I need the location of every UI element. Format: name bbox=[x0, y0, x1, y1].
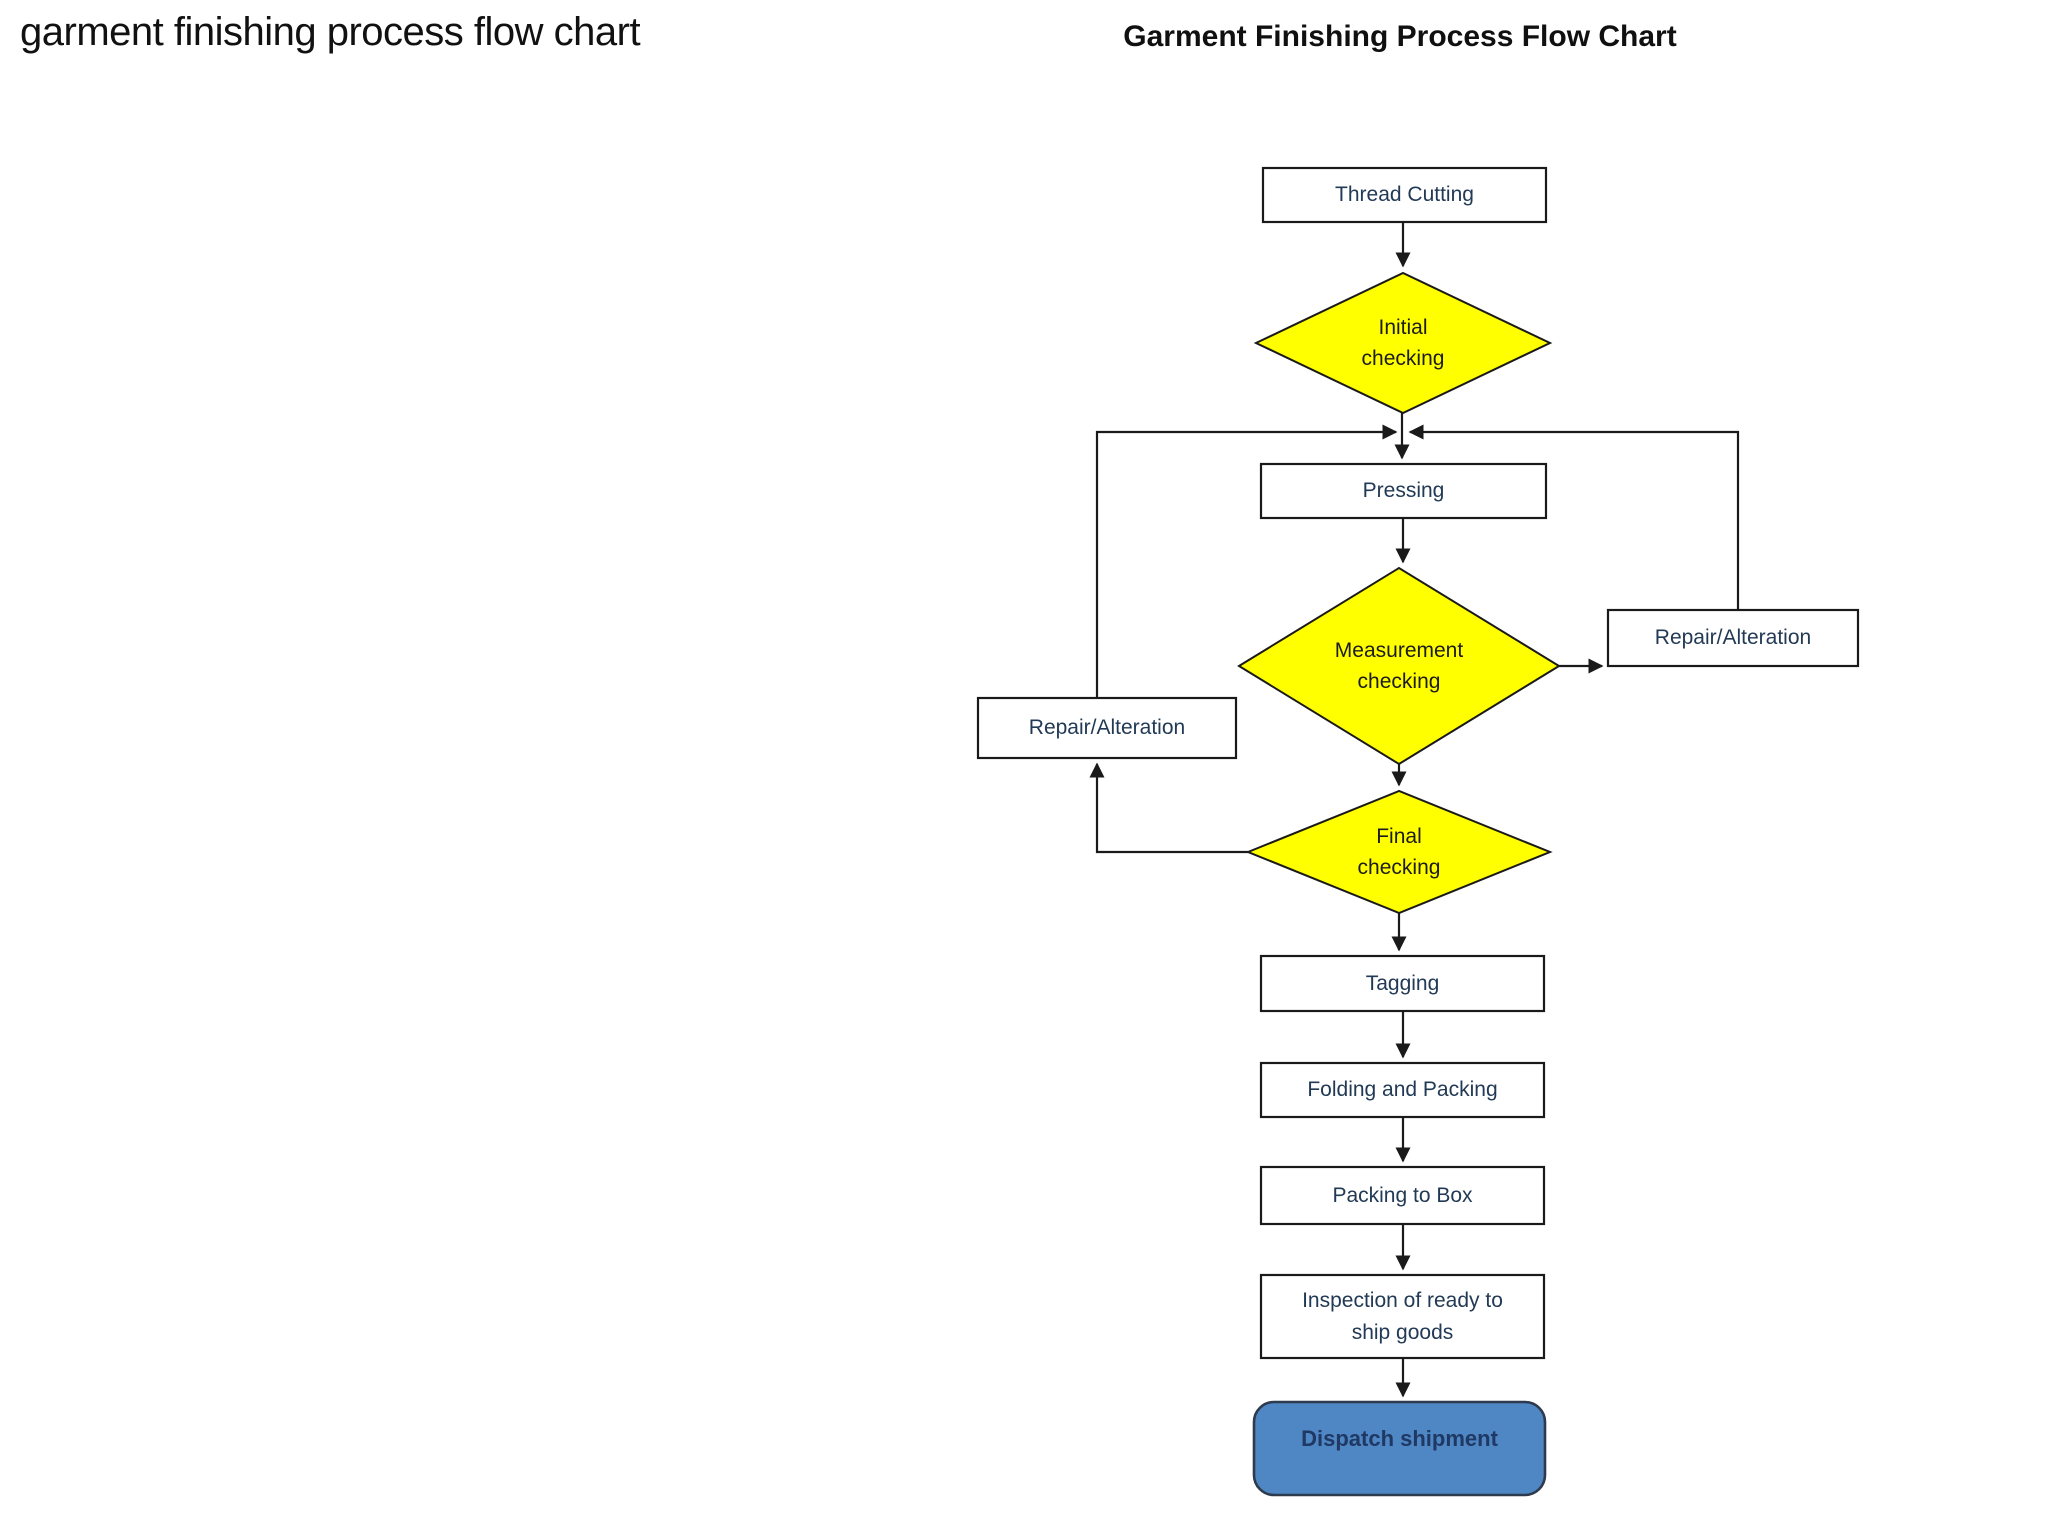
node-packing-to-box-shape bbox=[1259, 1165, 1546, 1226]
node-repair-alteration-right-shape bbox=[1606, 608, 1860, 668]
node-initial-checking-label: Initial checking bbox=[1361, 315, 1445, 371]
node-measurement-checking-label: Measurement checking bbox=[1334, 638, 1464, 694]
edge-repair-alteration-left-return-to-pressing bbox=[1095, 424, 1398, 698]
node-folding-and-packing-label: Folding and Packing bbox=[1307, 1078, 1498, 1102]
node-final-checking-shape bbox=[1245, 789, 1553, 915]
node-pressing-label: Pressing bbox=[1362, 479, 1445, 503]
node-dispatch-shipment-label: Dispatch shipment bbox=[1301, 1426, 1498, 1451]
node-inspection-label: Inspection of ready to ship goods bbox=[1302, 1289, 1503, 1344]
node-tagging-shape bbox=[1259, 954, 1546, 1013]
edge-final-checking-to-repair-alteration-left bbox=[1089, 762, 1248, 854]
node-dispatch-shipment-shape bbox=[1252, 1400, 1547, 1497]
node-repair-alteration-left-label: Repair/Alteration bbox=[1028, 716, 1186, 740]
node-tagging-label: Tagging bbox=[1365, 971, 1440, 995]
node-pressing-shape bbox=[1259, 462, 1548, 520]
edge-repair-alteration-right-return-to-pressing bbox=[1408, 424, 1740, 610]
node-initial-checking-shape bbox=[1253, 271, 1553, 415]
node-final-checking-label: Final checking bbox=[1357, 824, 1441, 880]
node-thread-cutting-label: Thread Cutting bbox=[1335, 183, 1474, 207]
node-repair-alteration-left-shape bbox=[976, 696, 1238, 760]
node-thread-cutting-shape bbox=[1261, 166, 1548, 224]
page-title: garment finishing process flow chart bbox=[20, 10, 641, 54]
node-inspection-shape bbox=[1259, 1273, 1546, 1360]
node-measurement-checking-shape bbox=[1237, 566, 1561, 766]
node-folding-and-packing-shape bbox=[1259, 1061, 1546, 1119]
node-packing-to-box-label: Packing to Box bbox=[1332, 1183, 1473, 1207]
node-repair-alteration-right-label: Repair/Alteration bbox=[1654, 626, 1812, 650]
flowchart-title: Garment Finishing Process Flow Chart bbox=[1123, 20, 1677, 53]
